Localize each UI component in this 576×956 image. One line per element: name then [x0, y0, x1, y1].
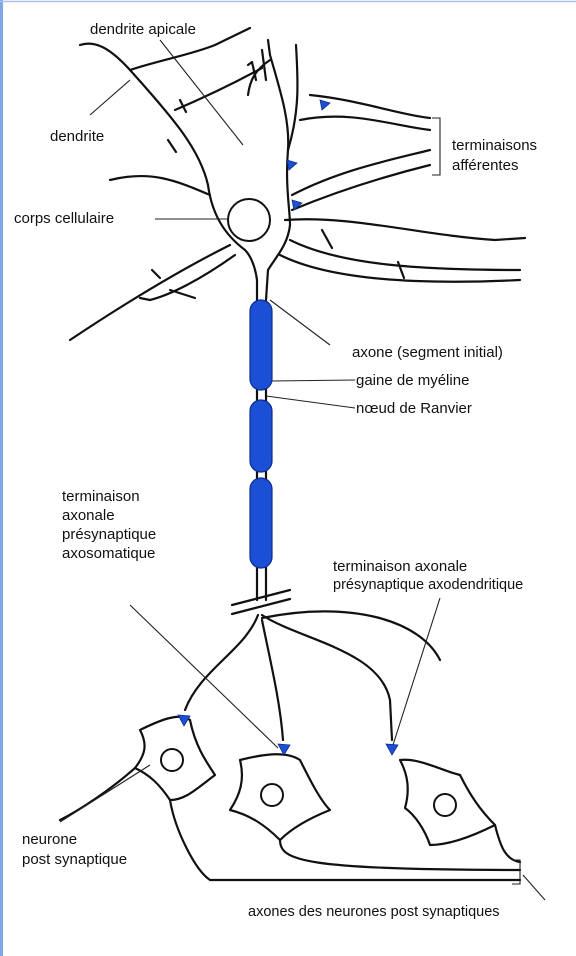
myelin-segment-3	[250, 478, 272, 568]
axon-break-1	[232, 590, 290, 605]
afferent-dendrite-2	[292, 150, 430, 195]
label-axone-segment: axone (segment initial)	[352, 343, 503, 362]
leader-axodendritique	[393, 598, 440, 745]
myelin-segment-2	[250, 400, 272, 472]
label-axosomatique-1: terminaison	[62, 487, 140, 506]
left-dendrite-upper	[110, 176, 210, 195]
axon-break-2	[232, 599, 290, 614]
postsynaptic-dendrite-1a	[60, 768, 135, 820]
postsynaptic-axon-2	[280, 840, 520, 870]
label-dendrite: dendrite	[50, 127, 104, 146]
afferent-dendrite-1b	[310, 95, 430, 118]
postsynaptic-axon-1	[170, 800, 520, 880]
label-noeud-ranvier: nœud de Ranvier	[356, 399, 472, 418]
right-dendrite-long	[290, 240, 520, 270]
afferent-terminal-2	[287, 160, 297, 170]
apical-dendrite-right	[268, 40, 288, 150]
postsynaptic-axon-3	[495, 825, 520, 862]
left-dendrite-twig	[170, 290, 195, 298]
label-axosomatique-4: axosomatique	[62, 544, 155, 563]
label-axosomatique-3: présynaptique	[62, 525, 156, 544]
dendrite-tree	[70, 28, 525, 340]
label-axodendritique-2: présynaptique axodendritique	[333, 576, 523, 595]
myelin-segment-1	[250, 300, 272, 390]
label-axones-post: axones des neurones post synaptiques	[248, 903, 500, 922]
terminal-branch-left	[185, 615, 258, 710]
label-terminaisons-1: terminaisons	[452, 136, 537, 155]
leader-axone-segment	[270, 300, 330, 345]
spine-2	[168, 140, 176, 152]
leader-neurone-post	[60, 765, 150, 822]
leader-dendrite-apicale	[160, 40, 243, 145]
postsynaptic-nucleus-2	[261, 784, 283, 806]
label-terminaisons-2: afférentes	[452, 156, 518, 175]
axodendritic-terminal	[386, 744, 398, 755]
label-axodendritique-1: terminaison axonale	[333, 557, 467, 576]
spine-3	[322, 230, 332, 248]
leader-axones-post	[523, 875, 545, 900]
leader-noeud-ranvier	[266, 396, 355, 408]
label-corps-cellulaire: corps cellulaire	[14, 209, 114, 228]
spine-4	[398, 262, 404, 278]
nucleus	[228, 199, 270, 241]
label-axosomatique-2: axonale	[62, 506, 115, 525]
label-neurone-post-1: neurone	[22, 830, 77, 849]
afferent-terminal-1	[320, 100, 330, 110]
afferent-bracket	[432, 118, 440, 175]
left-dendrite-branch	[140, 255, 235, 300]
label-neurone-post-2: post synaptique	[22, 850, 127, 869]
left-dendrite-long	[70, 245, 230, 340]
leader-axosomatique	[130, 605, 278, 748]
spine-5	[152, 270, 160, 278]
postsynaptic-nucleus-1	[161, 749, 183, 771]
axosomatic-terminal-left	[178, 715, 190, 726]
postsynaptic-nucleus-3	[434, 794, 456, 816]
terminal-branch-mid	[262, 620, 283, 740]
label-gaine-myeline: gaine de myéline	[356, 371, 469, 390]
leader-dendrite	[90, 80, 130, 115]
right-dendrite-vertical	[288, 45, 298, 150]
label-dendrite-apicale: dendrite apicale	[90, 20, 196, 39]
afferent-dendrite-3	[292, 165, 430, 210]
terminal-branch-far	[262, 611, 440, 660]
leader-gaine-myeline	[272, 380, 355, 381]
afferent-dendrite-1	[300, 117, 430, 130]
